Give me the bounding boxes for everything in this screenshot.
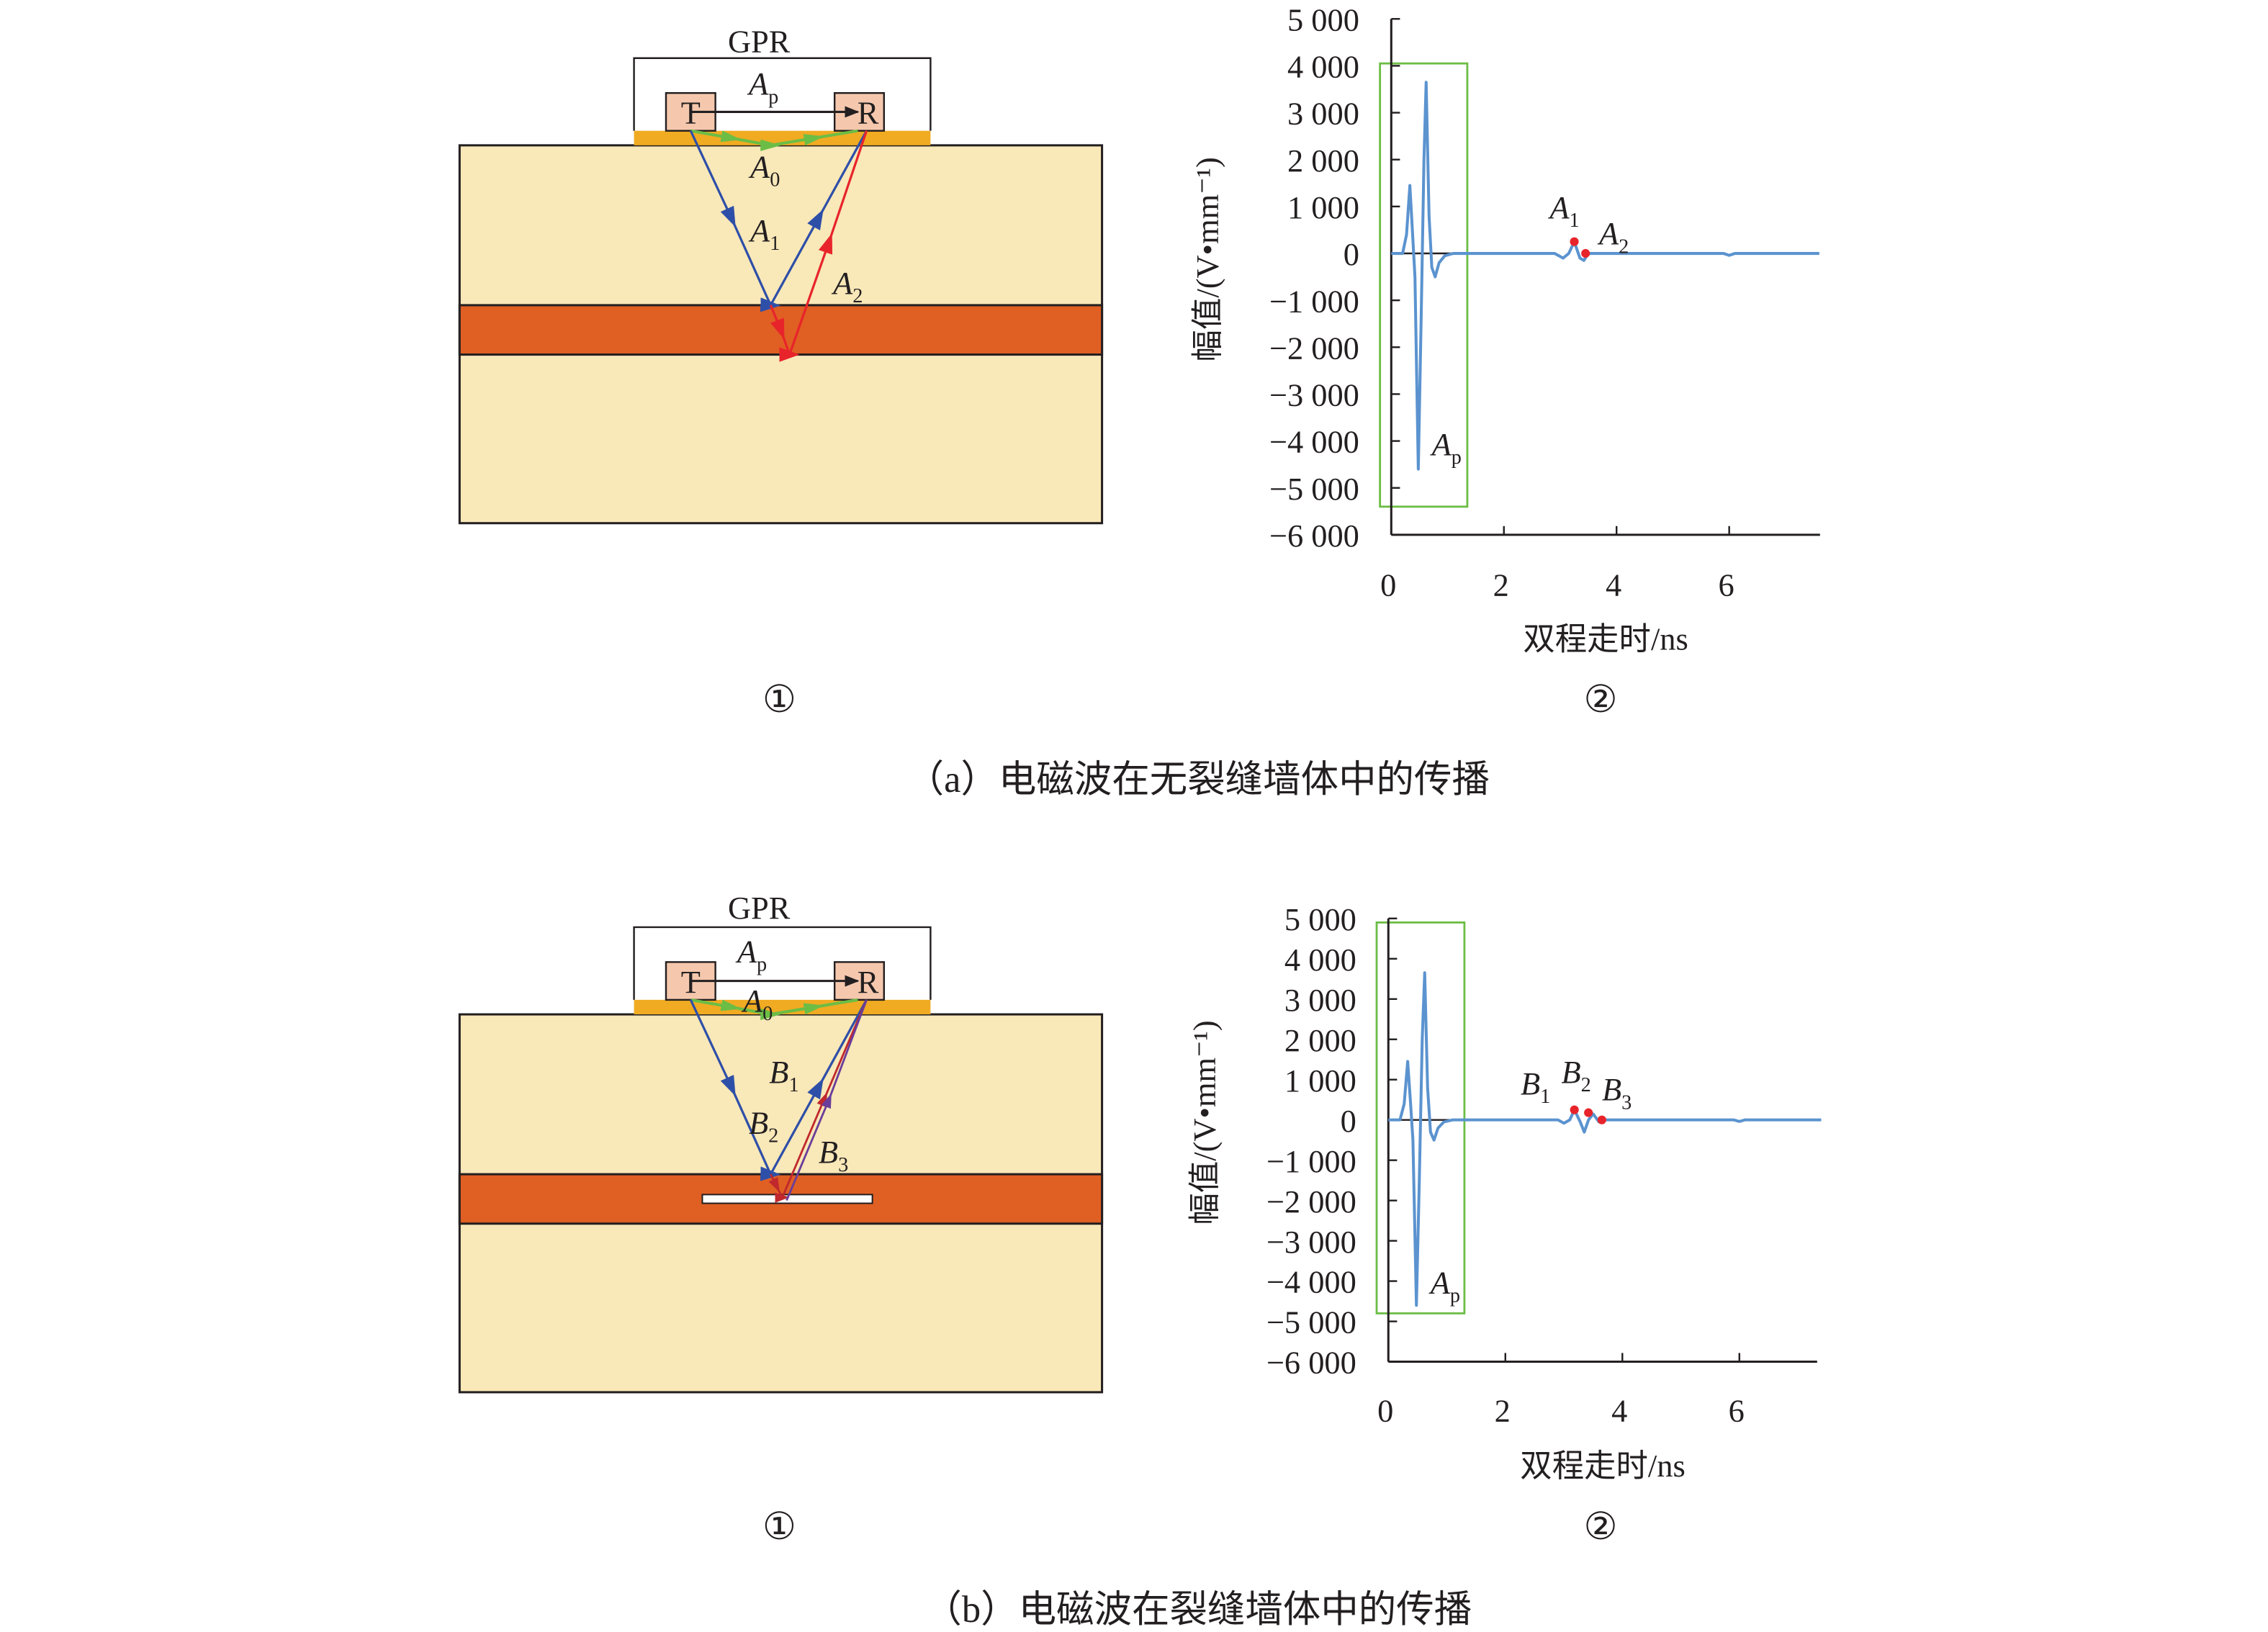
point-label: B2	[1561, 1054, 1590, 1096]
y-tick-label: 4 000	[1284, 942, 1356, 978]
y-tick-label: 2 000	[1287, 143, 1359, 179]
reflection-point	[1581, 248, 1590, 258]
x-tick-label: 4	[1611, 1392, 1627, 1428]
y-axis-title: 幅值/(V•mm⁻¹)	[1189, 157, 1225, 361]
y-tick-label: 5 000	[1287, 1, 1359, 37]
ray-b3	[786, 999, 868, 1201]
x-tick-label: 6	[1719, 567, 1734, 603]
y-tick-label: −6 000	[1266, 1345, 1356, 1381]
point-label: B3	[1602, 1071, 1632, 1114]
highlight-box	[1379, 62, 1469, 508]
y-tick-label: −2 000	[1269, 330, 1359, 366]
diagram-marker: ①	[762, 679, 796, 721]
gpr-housing	[633, 926, 932, 1000]
label-ap: Ap	[747, 66, 778, 108]
label-b2: B2	[749, 1105, 778, 1148]
gpr-housing	[633, 57, 932, 131]
chart-marker: ②	[1583, 679, 1617, 721]
x-tick-label: 6	[1729, 1392, 1745, 1428]
y-tick-label: 4 000	[1287, 49, 1359, 85]
ray-b2	[768, 999, 868, 1203]
box-label: Ap	[1428, 1264, 1460, 1307]
y-tick-label: 2 000	[1284, 1022, 1356, 1058]
chart-b: 5 000 4 000 3 000 2 000 1 000 0 −1 000 −2 000 −3…	[1187, 901, 1822, 1484]
y-tick-label: −5 000	[1269, 471, 1359, 507]
label-a0: A0	[741, 983, 773, 1025]
label-b1: B1	[769, 1054, 798, 1096]
diagram-a: GPR T R Ap A0 A1 A2 ①	[458, 24, 1104, 721]
x-tick-label: 0	[1377, 1392, 1393, 1428]
y-tick-label: 3 000	[1287, 96, 1359, 132]
label-a2: A2	[831, 265, 863, 307]
x-tick-label: 0	[1380, 567, 1396, 603]
point-label: B1	[1521, 1065, 1550, 1108]
reflection-point	[1584, 1108, 1593, 1117]
direct-wave-arrow	[690, 129, 858, 151]
x-tick-label: 4	[1606, 567, 1621, 603]
caption-b: （b）电磁波在裂缝墙体中的传播	[924, 1589, 1472, 1631]
reflection-point	[1597, 1115, 1606, 1124]
ray-a2	[769, 130, 868, 362]
y-tick-label: 0	[1341, 1103, 1356, 1139]
reflection-point	[1570, 237, 1579, 246]
y-tick-label: −1 000	[1269, 283, 1359, 319]
y-tick-label: −3 000	[1269, 377, 1359, 413]
receiver-label: R	[858, 964, 879, 1000]
caption-a: （a）电磁波在无裂缝墙体中的传播	[906, 759, 1490, 801]
diagram-b: GPR T R Ap A0 B1 B2 B3 ①	[458, 890, 1104, 1548]
x-axis-title: 双程走时/ns	[1520, 1448, 1685, 1484]
gpr-label: GPR	[728, 24, 791, 60]
y-tick-label: 5 000	[1284, 901, 1356, 937]
point-label: A1	[1547, 189, 1579, 232]
x-tick-label: 2	[1495, 1392, 1511, 1428]
y-tick-label: −4 000	[1266, 1264, 1356, 1300]
y-tick-label: −5 000	[1266, 1304, 1356, 1340]
diagram-marker: ①	[762, 1506, 796, 1548]
x-tick-label: 2	[1493, 567, 1509, 603]
box-label: Ap	[1430, 426, 1462, 469]
label-a1: A1	[748, 212, 780, 255]
point-label: A2	[1597, 215, 1629, 258]
label-ap: Ap	[735, 933, 767, 975]
chart-marker: ②	[1583, 1506, 1617, 1548]
reflection-point	[1570, 1105, 1579, 1114]
y-axis-title: 幅值/(V•mm⁻¹)	[1187, 1020, 1223, 1225]
y-tick-label: 3 000	[1284, 982, 1356, 1018]
y-tick-label: 1 000	[1287, 189, 1359, 225]
gpr-label: GPR	[728, 890, 791, 926]
y-tick-label: −3 000	[1266, 1224, 1356, 1260]
chart-a: 5 000 4 000 3 000 2 000 1 000 0 −1 000 −2 000 −3…	[1189, 1, 1820, 657]
label-b3: B3	[819, 1134, 848, 1176]
receiver-label: R	[858, 95, 879, 131]
label-a0: A0	[748, 148, 780, 191]
x-axis-title: 双程走时/ns	[1523, 621, 1688, 657]
y-tick-label: −2 000	[1266, 1184, 1356, 1220]
y-tick-label: 1 000	[1284, 1063, 1356, 1099]
y-tick-label: −1 000	[1266, 1143, 1356, 1179]
y-tick-label: −4 000	[1269, 424, 1359, 460]
direct-wave-arrow	[690, 998, 858, 1021]
signal-line	[1388, 971, 1822, 1307]
y-tick-label: 0	[1344, 236, 1359, 272]
signal-line	[1391, 81, 1819, 471]
highlight-box	[1375, 921, 1466, 1315]
y-tick-label: −6 000	[1269, 518, 1359, 554]
